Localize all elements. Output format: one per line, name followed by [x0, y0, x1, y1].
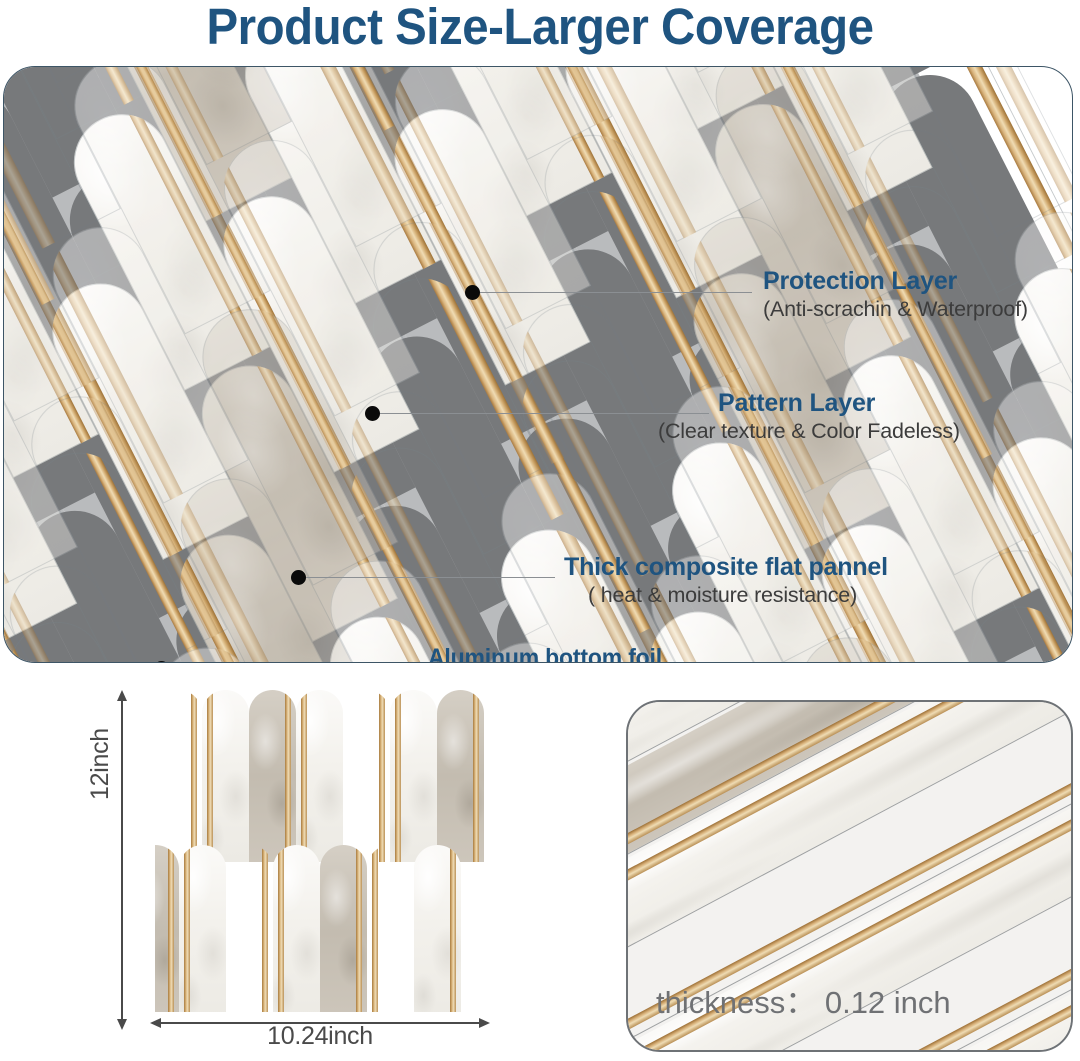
callout-subtitle: ( heat & moisture resistance): [588, 583, 858, 607]
callout-leader-protection: [480, 292, 752, 294]
gold-accent-stripe: [261, 845, 268, 1012]
tile-sample-front-view: [155, 690, 485, 1012]
gold-accent-stripe: [379, 690, 385, 862]
callout-dot-foil: [154, 661, 169, 662]
tile-sample-plank: [249, 690, 296, 862]
gold-accent-stripe: [449, 845, 456, 1012]
callout-subtitle: (Anti-scrachin & Waterproof): [763, 297, 1028, 321]
exploded-layer-illustration: [4, 67, 1072, 662]
tile-sample-plank: [272, 845, 320, 1012]
gold-accent-stripe: [167, 845, 174, 1012]
gold-accent-stripe: [473, 690, 479, 862]
height-dimension-line: [121, 698, 123, 1028]
thickness-label: thickness： 0.12 inch: [656, 985, 951, 1020]
callout-title: Thick composite flat pannel: [564, 553, 888, 581]
tile-sample-plank: [367, 845, 414, 1012]
gold-accent-stripe: [371, 845, 378, 1012]
height-arrow-bottom: [117, 1019, 127, 1030]
tile-sample-plank: [437, 690, 484, 862]
tile-row-bottom: [155, 845, 485, 1012]
width-dimension-line: [157, 1022, 483, 1024]
callout-dot-pattern: [365, 406, 380, 421]
page-title: Product Size-Larger Coverage: [206, 0, 874, 55]
callout-dot-protection: [465, 285, 480, 300]
callout-subtitle: (Clear texture & Color Fadeless): [658, 419, 960, 443]
height-arrow-top: [117, 690, 127, 701]
width-label: 10.24inch: [267, 1022, 373, 1050]
tile-sample-plank: [343, 690, 390, 862]
gold-accent-stripe: [183, 845, 190, 1012]
gold-accent-stripe: [207, 690, 213, 862]
callout-protection-layer: Protection Layer (Anti-scrachin & Waterp…: [763, 268, 1028, 321]
callout-leader-pattern: [380, 413, 709, 415]
gold-accent-stripe: [285, 690, 291, 862]
thickness-photo-panel: thickness： 0.12 inch: [626, 700, 1073, 1052]
callout-title: Protection Layer: [763, 267, 958, 295]
hero-diagram-card: Protection Layer (Anti-scrachin & Waterp…: [3, 66, 1073, 663]
gold-accent-stripe: [301, 690, 307, 862]
callout-aluminum-foil: Aluminum bottom foil ( No deformation): [428, 644, 682, 663]
tile-sample-plank: [296, 690, 343, 862]
gold-accent-stripe: [191, 690, 197, 862]
tile-sample-plank: [390, 690, 437, 862]
width-arrow-right: [479, 1018, 490, 1028]
tile-sample-plank: [155, 845, 179, 1012]
height-label: 12inch: [86, 728, 114, 800]
tile-sample-plank: [202, 690, 249, 862]
callout-pattern-layer: Pattern Layer (Clear texture & Color Fad…: [658, 389, 960, 443]
callout-leader-composite: [306, 577, 555, 579]
tile-sample-plank: [319, 845, 367, 1012]
size-dimension-panel: [0, 672, 600, 1061]
tile-sample-plank: [155, 690, 202, 862]
tile-sample-plank: [226, 845, 273, 1012]
callout-dot-composite: [291, 570, 306, 585]
callout-composite-panel: Thick composite flat pannel ( heat & moi…: [564, 554, 888, 607]
tile-sample-plank: [178, 845, 226, 1012]
width-arrow-left: [150, 1018, 161, 1028]
gold-accent-stripe: [355, 845, 362, 1012]
gold-accent-stripe: [395, 690, 401, 862]
callout-title: Aluminum bottom foil: [428, 644, 662, 663]
gold-accent-stripe: [277, 845, 284, 1012]
tile-row-top: [155, 690, 485, 862]
tile-sample-plank: [413, 845, 461, 1012]
callout-title: Pattern Layer: [718, 389, 876, 417]
